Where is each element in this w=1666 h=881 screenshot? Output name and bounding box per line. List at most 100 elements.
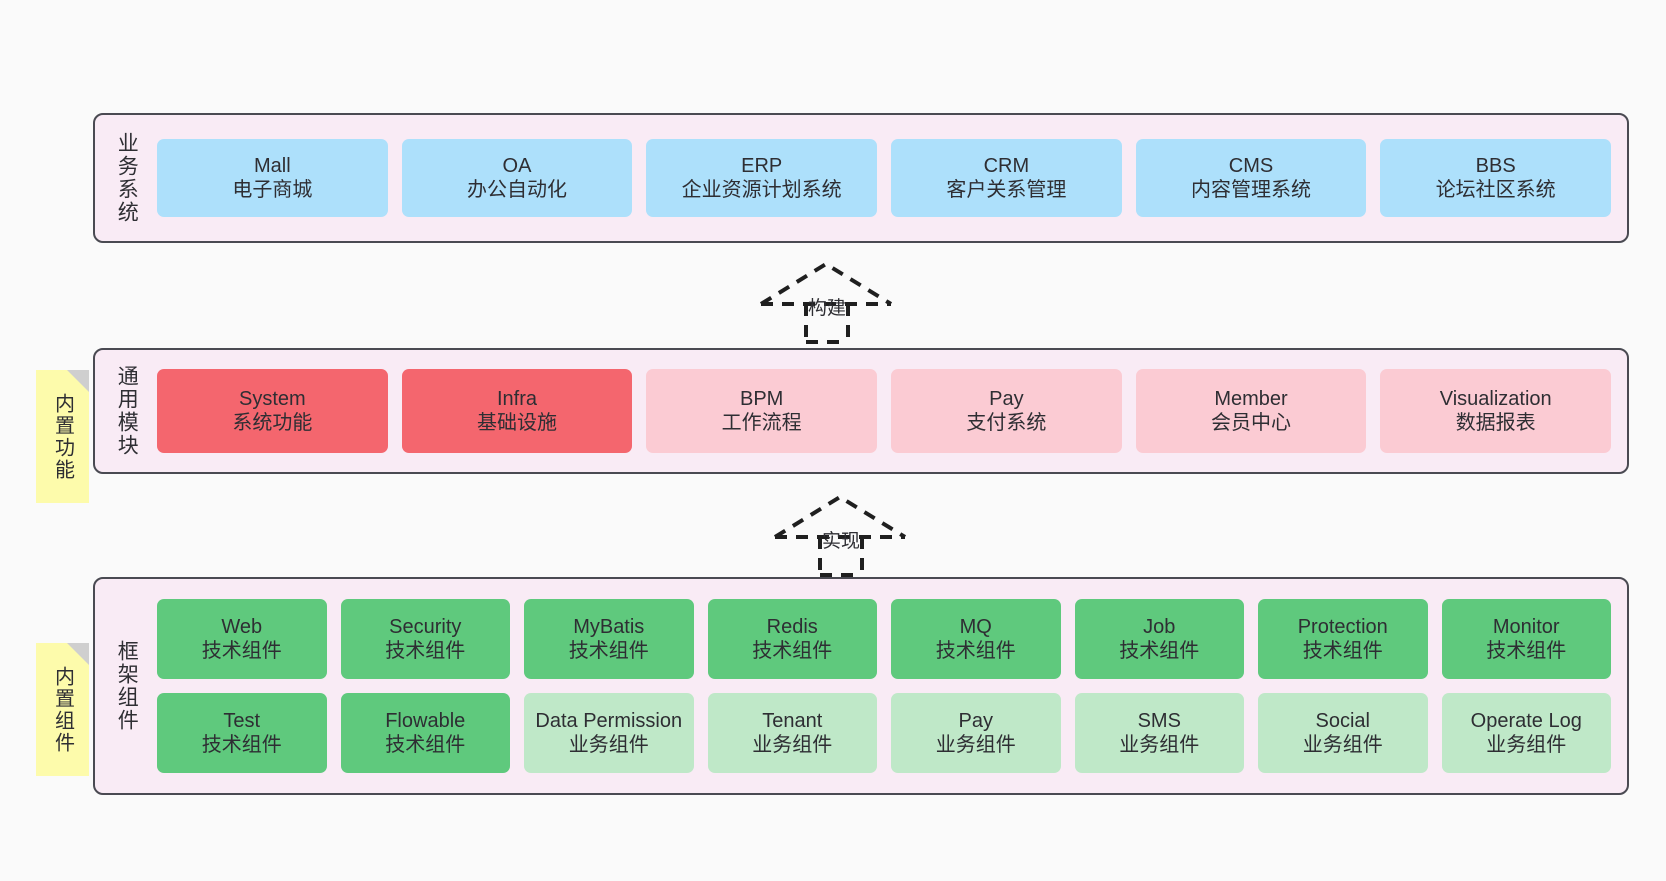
- connector-label-build: 构建: [808, 298, 847, 319]
- card-title-en: Pay: [958, 709, 993, 732]
- layer-title-common-modules: 通用模块: [115, 365, 139, 457]
- card-title-en: Job: [1143, 615, 1176, 638]
- card-social[interactable]: Social 业务组件: [1258, 693, 1428, 773]
- layer-body-business-system: Mall 电子商城 OA 办公自动化 ERP 企业资源计划系统 CRM 客户关系…: [149, 115, 1627, 241]
- card-title-cn: 会员中心: [1211, 412, 1292, 434]
- card-title-en: Web: [221, 615, 263, 638]
- note-label: 内置功能: [51, 392, 74, 481]
- note-fold-corner-icon: [67, 643, 89, 665]
- card-title-cn: 电子商城: [232, 179, 313, 201]
- card-operate-log[interactable]: Operate Log 业务组件: [1441, 693, 1611, 773]
- card-mall[interactable]: Mall 电子商城: [157, 139, 388, 217]
- card-row: System 系统功能 Infra 基础设施 BPM 工作流程 Pay 支付系统…: [157, 369, 1612, 453]
- card-title-cn: 技术组件: [385, 640, 466, 662]
- card-test[interactable]: Test 技术组件: [157, 693, 327, 773]
- card-title-cn: 业务组件: [935, 734, 1016, 756]
- card-protection[interactable]: Protection 技术组件: [1258, 599, 1428, 679]
- card-security[interactable]: Security 技术组件: [340, 599, 510, 679]
- note-label: 内置组件: [51, 665, 74, 754]
- note-fold-corner-icon: [67, 370, 89, 392]
- card-title-en: Security: [389, 615, 462, 638]
- note-builtin-features: 内置功能: [36, 370, 89, 503]
- card-title-en: MyBatis: [573, 615, 645, 638]
- card-member[interactable]: Member 会员中心: [1135, 369, 1367, 453]
- card-title-en: Test: [223, 709, 261, 732]
- connector-label-implement: 实现: [822, 531, 861, 552]
- card-title-en: Operate Log: [1470, 709, 1582, 732]
- card-title-cn: 技术组件: [201, 734, 282, 756]
- card-title-en: Data Permission: [535, 709, 683, 732]
- card-title-en: System: [238, 387, 306, 410]
- card-flowable[interactable]: Flowable 技术组件: [340, 693, 510, 773]
- connector-implement: 实现: [770, 494, 920, 577]
- card-sms[interactable]: SMS 业务组件: [1074, 693, 1244, 773]
- card-mybatis[interactable]: MyBatis 技术组件: [524, 599, 694, 679]
- card-title-en: BBS: [1475, 154, 1516, 177]
- card-crm[interactable]: CRM 客户关系管理: [891, 139, 1122, 217]
- card-title-en: SMS: [1137, 709, 1181, 732]
- card-oa[interactable]: OA 办公自动化: [401, 139, 633, 217]
- card-job[interactable]: Job 技术组件: [1074, 599, 1244, 679]
- layer-title-business-system: 业务系统: [115, 132, 139, 224]
- card-system[interactable]: System 系统功能: [157, 369, 388, 453]
- card-row: Web 技术组件 Security 技术组件 MyBatis 技术组件 Redi…: [157, 599, 1611, 679]
- card-title-cn: 基础设施: [477, 412, 557, 434]
- card-title-cn: 业务组件: [1302, 734, 1383, 756]
- card-title-en: Mall: [254, 154, 291, 177]
- card-data-permission[interactable]: Data Permission 业务组件: [524, 693, 694, 773]
- card-title-en: Infra: [496, 387, 538, 410]
- card-mq[interactable]: MQ 技术组件: [891, 599, 1061, 679]
- card-redis[interactable]: Redis 技术组件: [707, 599, 877, 679]
- card-erp[interactable]: ERP 企业资源计划系统: [646, 139, 878, 217]
- card-pay[interactable]: Pay 支付系统: [891, 369, 1122, 453]
- card-monitor[interactable]: Monitor 技术组件: [1441, 599, 1611, 679]
- card-title-cn: 技术组件: [1302, 640, 1383, 662]
- card-title-cn: 企业资源计划系统: [681, 179, 842, 201]
- card-bbs[interactable]: BBS 论坛社区系统: [1380, 139, 1612, 217]
- card-infra[interactable]: Infra 基础设施: [401, 369, 633, 453]
- card-visualization[interactable]: Visualization 数据报表: [1380, 369, 1612, 453]
- connector-build: 构建: [756, 261, 906, 344]
- layer-body-common-modules: System 系统功能 Infra 基础设施 BPM 工作流程 Pay 支付系统…: [149, 350, 1627, 472]
- card-title-en: CRM: [983, 154, 1030, 177]
- card-title-cn: 业务组件: [1486, 734, 1567, 756]
- card-tenant[interactable]: Tenant 业务组件: [707, 693, 877, 773]
- card-title-en: Visualization: [1439, 387, 1552, 410]
- card-title-en: Tenant: [762, 709, 823, 732]
- card-title-cn: 技术组件: [935, 640, 1016, 662]
- layer-body-framework-components: Web 技术组件 Security 技术组件 MyBatis 技术组件 Redi…: [149, 579, 1627, 793]
- card-title-cn: 技术组件: [201, 640, 282, 662]
- card-title-en: OA: [502, 154, 532, 177]
- card-bpm[interactable]: BPM 工作流程: [646, 369, 878, 453]
- card-title-en: CMS: [1228, 154, 1274, 177]
- card-title-en: Member: [1214, 387, 1288, 410]
- card-title-cn: 内容管理系统: [1191, 179, 1312, 201]
- card-pay-component[interactable]: Pay 业务组件: [891, 693, 1061, 773]
- card-title-cn: 业务组件: [1119, 734, 1200, 756]
- card-title-en: Social: [1315, 709, 1370, 732]
- card-title-cn: 系统功能: [232, 412, 313, 434]
- card-row: Mall 电子商城 OA 办公自动化 ERP 企业资源计划系统 CRM 客户关系…: [157, 139, 1612, 217]
- card-title-en: Pay: [989, 387, 1024, 410]
- note-builtin-components: 内置组件: [36, 643, 89, 776]
- layer-common-modules: 通用模块 System 系统功能 Infra 基础设施 BPM 工作流程 Pay…: [93, 348, 1629, 474]
- card-title-en: MQ: [959, 615, 992, 638]
- card-title-en: Flowable: [385, 709, 466, 732]
- card-title-cn: 技术组件: [385, 734, 466, 756]
- card-row: Test 技术组件 Flowable 技术组件 Data Permission …: [157, 693, 1611, 773]
- card-title-cn: 论坛社区系统: [1435, 179, 1556, 201]
- card-title-en: Protection: [1297, 615, 1388, 638]
- card-title-cn: 支付系统: [966, 412, 1047, 434]
- card-cms[interactable]: CMS 内容管理系统: [1135, 139, 1367, 217]
- layer-framework-components: 框架组件 Web 技术组件 Security 技术组件 MyBatis 技术组件…: [93, 577, 1629, 795]
- card-title-cn: 办公自动化: [467, 179, 567, 201]
- card-web[interactable]: Web 技术组件: [157, 599, 327, 679]
- card-title-en: Redis: [766, 615, 818, 638]
- card-title-en: BPM: [740, 387, 784, 410]
- card-title-en: Monitor: [1492, 615, 1560, 638]
- card-title-cn: 工作流程: [721, 412, 802, 434]
- card-title-cn: 技术组件: [1486, 640, 1567, 662]
- card-title-cn: 技术组件: [752, 640, 833, 662]
- card-title-cn: 技术组件: [568, 640, 649, 662]
